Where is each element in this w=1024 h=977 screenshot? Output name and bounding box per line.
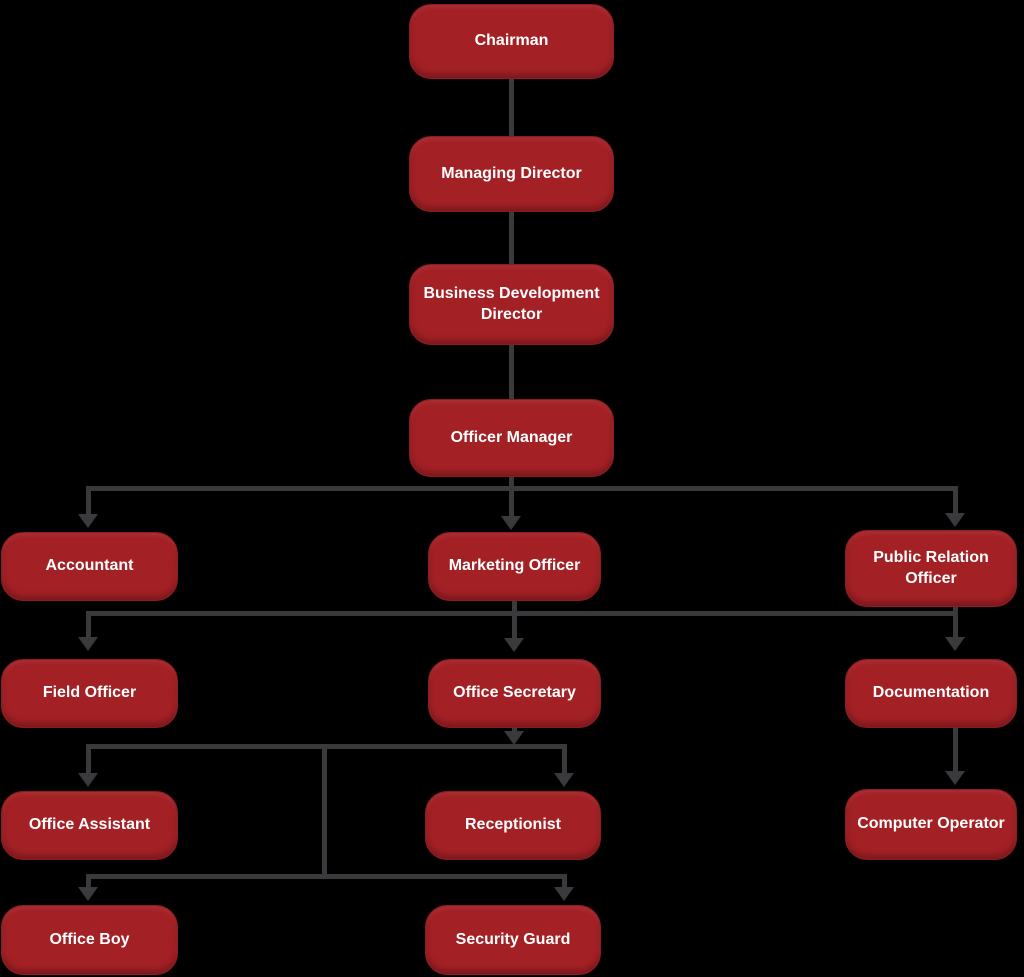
org-node-computer-operator: Computer Operator bbox=[845, 789, 1017, 860]
org-node-office-assistant: Office Assistant bbox=[1, 791, 178, 860]
arrowhead-to-documentation-icon bbox=[945, 637, 965, 651]
org-node-receptionist: Receptionist bbox=[425, 791, 601, 860]
rail-level2-right-drop-line bbox=[953, 491, 958, 515]
rail-level4-line bbox=[86, 744, 567, 749]
rail-level2-line bbox=[86, 486, 958, 491]
edge-chairman-managing-director-line bbox=[509, 79, 514, 136]
arrowhead-to-office-secretary-icon bbox=[504, 638, 524, 652]
arrowhead-to-field-officer-icon bbox=[78, 637, 98, 651]
rail-level4-right-drop-line bbox=[562, 749, 567, 775]
arrowhead-to-receptionist-icon bbox=[554, 773, 574, 787]
edge-bdd-officer-manager-line bbox=[509, 345, 514, 399]
rail-level4-left-drop-line bbox=[86, 749, 91, 775]
rail-level4-to-level5-drop-line bbox=[322, 749, 327, 874]
edge-public-relation-drop-line bbox=[953, 607, 958, 639]
arrowhead-to-computer-operator-icon bbox=[945, 771, 965, 785]
org-node-marketing-officer: Marketing Officer bbox=[428, 532, 601, 601]
arrowhead-office-secretary-to-rail-icon bbox=[504, 731, 524, 745]
arrowhead-to-office-boy-icon bbox=[78, 887, 98, 901]
arrowhead-to-office-assistant-icon bbox=[78, 773, 98, 787]
arrowhead-to-marketing-officer-icon bbox=[501, 516, 521, 530]
org-node-documentation: Documentation bbox=[845, 659, 1017, 728]
org-node-officer-manager: Officer Manager bbox=[409, 399, 614, 477]
arrowhead-to-accountant-icon bbox=[78, 514, 98, 528]
org-node-managing-director: Managing Director bbox=[409, 136, 614, 212]
rail-level5-line bbox=[86, 874, 567, 879]
rail-level5-right-drop-line bbox=[562, 879, 567, 889]
arrowhead-to-public-relation-officer-icon bbox=[945, 513, 965, 527]
rail-level5-left-drop-line bbox=[86, 879, 91, 889]
org-node-business-development-director: Business Development Director bbox=[409, 264, 614, 345]
edge-officer-manager-drop-line bbox=[509, 477, 514, 519]
rail-level3-left-drop-line bbox=[86, 616, 91, 639]
org-node-office-secretary: Office Secretary bbox=[428, 659, 601, 728]
org-node-chairman: Chairman bbox=[409, 4, 614, 79]
edge-office-secretary-drop-line bbox=[512, 727, 517, 733]
org-node-field-officer: Field Officer bbox=[1, 659, 178, 728]
edge-documentation-drop-line bbox=[953, 728, 958, 773]
org-node-office-boy: Office Boy bbox=[1, 905, 178, 975]
rail-level3-line bbox=[86, 611, 958, 616]
org-node-security-guard: Security Guard bbox=[425, 905, 601, 975]
org-node-accountant: Accountant bbox=[1, 532, 178, 601]
edge-managing-director-bdd-line bbox=[509, 212, 514, 264]
rail-level2-left-drop-line bbox=[86, 491, 91, 516]
arrowhead-to-security-guard-icon bbox=[554, 887, 574, 901]
edge-marketing-officer-drop-line bbox=[512, 601, 517, 640]
org-node-public-relation-officer: Public Relation Officer bbox=[845, 530, 1017, 607]
